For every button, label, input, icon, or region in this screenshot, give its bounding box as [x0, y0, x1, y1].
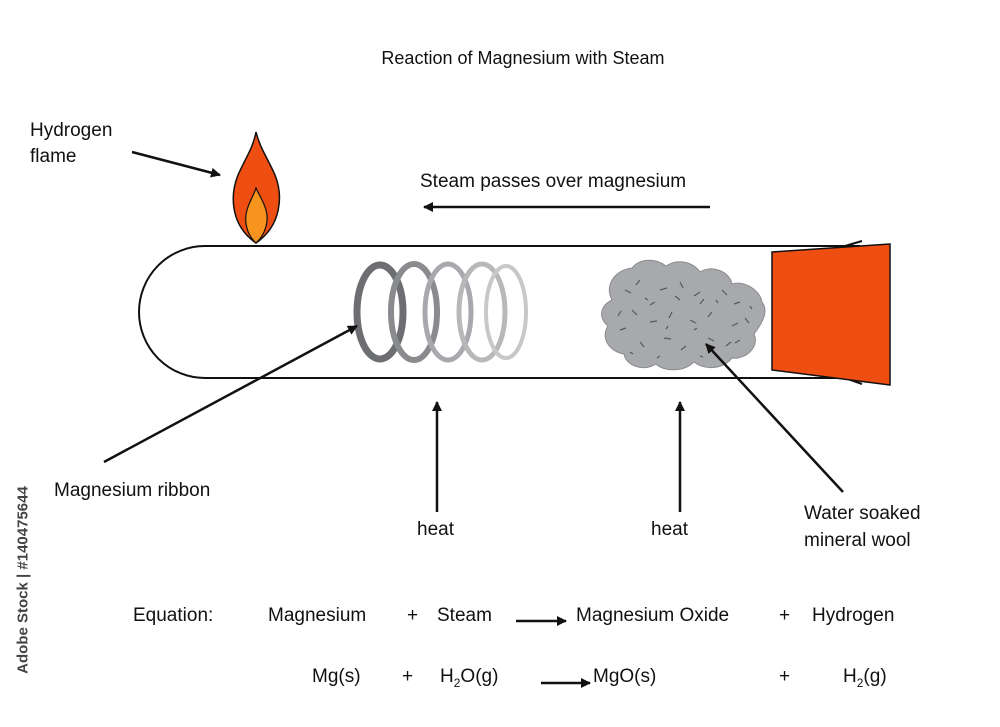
- mineral-wool: [601, 259, 766, 371]
- stock-watermark: Adobe Stock | #140475644: [14, 486, 32, 674]
- diagram-title: Reaction of Magnesium with Steam: [381, 48, 665, 68]
- mineral-wool-label-line2: mineral wool: [804, 530, 911, 551]
- symbol-reactant-mg: Mg(s): [312, 666, 361, 687]
- hydrogen-flame-label-line2: flame: [30, 146, 77, 167]
- heat-label-right: heat: [651, 519, 688, 540]
- rubber-stopper: [771, 243, 891, 386]
- symbol-reactant-water: H2O(g): [440, 666, 499, 690]
- word-product-magnesium-oxide: Magnesium Oxide: [576, 605, 730, 626]
- symbol-product-hydrogen: H2(g): [843, 666, 887, 690]
- steam-flow-label: Steam passes over magnesium: [420, 171, 687, 192]
- symbol-plus-2: +: [779, 666, 791, 687]
- magnesium-ribbon-label: Magnesium ribbon: [54, 480, 211, 501]
- magnesium-ribbon-coil: [353, 261, 528, 363]
- word-plus-2: +: [779, 605, 791, 626]
- hydrogen-flame-label-line1: Hydrogen: [30, 120, 113, 141]
- symbol-plus-1: +: [402, 666, 414, 687]
- arrow-to-flame: [131, 150, 221, 178]
- word-reactant-magnesium: Magnesium: [268, 605, 367, 626]
- hydrogen-flame: [232, 131, 281, 244]
- word-reactant-steam: Steam: [437, 605, 492, 626]
- arrow-to-mineral-wool: [705, 343, 844, 493]
- heat-label-left: heat: [417, 519, 454, 540]
- symbol-product-mgo: MgO(s): [593, 666, 657, 687]
- word-plus-1: +: [407, 605, 419, 626]
- mineral-wool-label-line1: Water soaked: [804, 503, 921, 524]
- equation-label: Equation:: [133, 605, 214, 626]
- arrow-to-ribbon: [103, 324, 358, 464]
- word-product-hydrogen: Hydrogen: [812, 605, 895, 626]
- test-tube: [138, 245, 860, 379]
